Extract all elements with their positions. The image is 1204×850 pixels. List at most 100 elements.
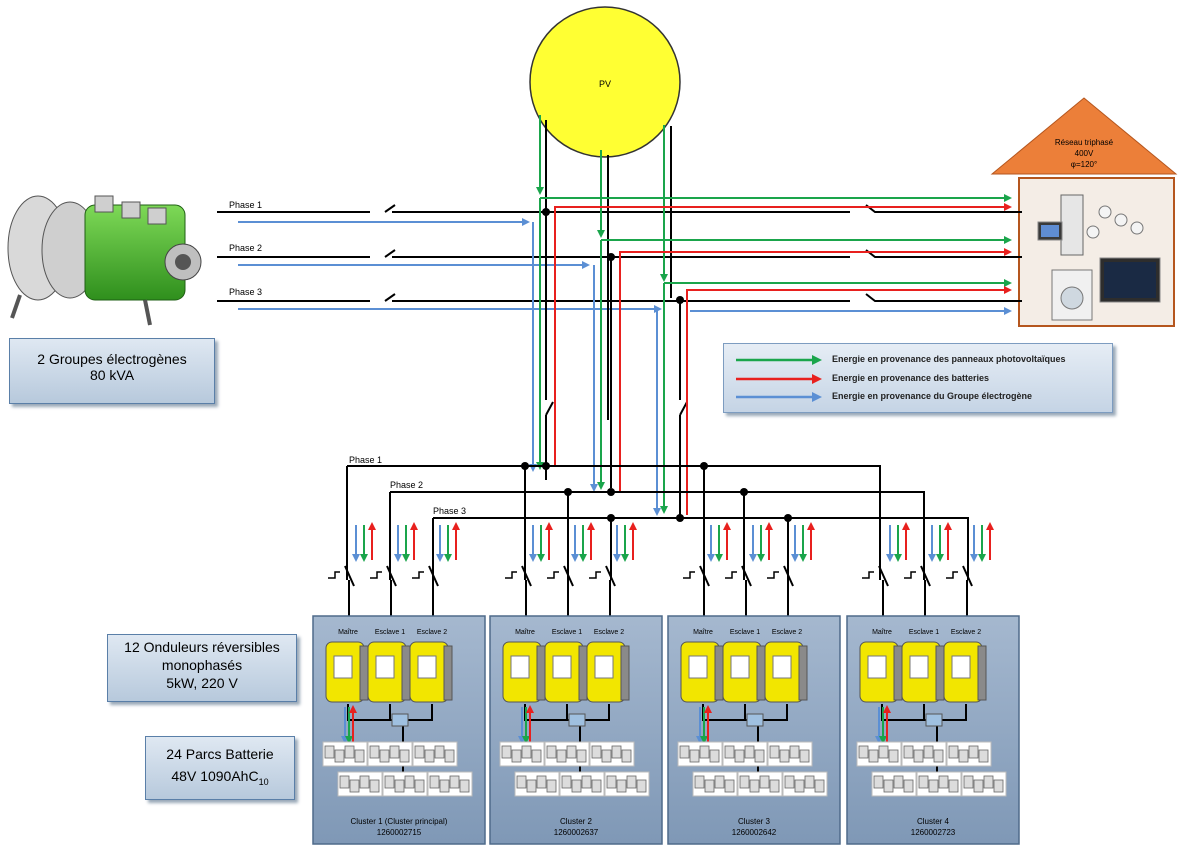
inverter-label: Esclave 1 (909, 629, 939, 636)
battery-bank-icon (337, 771, 383, 797)
battery-bank-icon (604, 771, 650, 797)
grid-title: Réseau triphasé (1055, 138, 1114, 147)
generator-icon (7, 195, 202, 326)
battery-bank-icon (737, 771, 783, 797)
battery-bank-icon (782, 771, 828, 797)
generator-power: 80 kVA (89, 367, 135, 383)
battery-bank-icon (322, 741, 368, 767)
inverter-flow-arrows (529, 522, 553, 562)
distribution-bus (346, 465, 969, 580)
inverter-label: Esclave 2 (594, 629, 624, 636)
inverter-icon (325, 641, 369, 703)
inverter-label: Esclave 2 (951, 629, 981, 636)
inverter-flow-arrows (707, 522, 731, 562)
inverter-label: Maître (872, 629, 892, 636)
gen-phase-2-label: Phase 2 (229, 243, 262, 253)
bus-phase-1-label: Phase 1 (349, 455, 382, 465)
cluster-name: Cluster 1 (Cluster principal) (351, 817, 448, 826)
cluster-box: Maître Esclave 1 Esclave 2 Cluster 4 1260002… (846, 615, 1020, 845)
pv-array: PV (529, 6, 681, 158)
battery-bank-icon (916, 771, 962, 797)
battery-rating: 48V 1090AhC10 (171, 768, 269, 787)
inverter-icon (901, 641, 945, 703)
pv-label: PV (599, 79, 611, 89)
cluster-name: Cluster 4 (917, 817, 950, 826)
inverter-flow-arrows (970, 522, 994, 562)
battery-bank-icon (856, 741, 902, 767)
battery-bank-icon (767, 741, 813, 767)
inverter-flow-arrows (928, 522, 952, 562)
legend: Energie en provenance des panneaux photo… (723, 343, 1113, 413)
bulb-icon (1098, 205, 1112, 219)
inverter-icon (544, 641, 588, 703)
cluster-id: 1260002642 (732, 828, 777, 837)
battery-count: 24 Parcs Batterie (166, 746, 274, 762)
inverter-label: Esclave 1 (552, 629, 582, 636)
red-arrow-icon (736, 374, 822, 384)
inverter-icon (680, 641, 724, 703)
inverter-label: Maître (338, 629, 358, 636)
inverter-flow-arrows (352, 522, 376, 562)
inverter-flow-arrows (613, 522, 637, 562)
inverter-flow-arrows (571, 522, 595, 562)
battery-bank-icon (544, 741, 590, 767)
grid-phase-angle: φ=120° (1071, 160, 1097, 169)
grid-voltage: 400V (1075, 149, 1094, 158)
generator-count: 2 Groupes électrogènes (37, 351, 187, 367)
inverter-icon (859, 641, 903, 703)
battery-info-box: 24 Parcs Batterie 48V 1090AhC10 (145, 736, 295, 800)
battery-bank-icon (901, 741, 947, 767)
inverter-flow-arrows (886, 522, 910, 562)
vertical-trunk-lines (545, 120, 688, 518)
cluster-name: Cluster 2 (560, 817, 593, 826)
inverter-icon (502, 641, 546, 703)
battery-bank-icon (427, 771, 473, 797)
cluster-box: Maître Esclave 1 Esclave 2 Cluster 2 1260002… (489, 615, 663, 845)
inverter-info-box: 12 Onduleurs réversibles monophasés 5kW,… (107, 634, 297, 702)
gen-phase-1-label: Phase 1 (229, 200, 262, 210)
battery-bank-icon (722, 741, 768, 767)
pv-flow-lines (536, 115, 1012, 514)
bus-phase-3-label: Phase 3 (433, 506, 466, 516)
inverter-type: monophasés (161, 657, 243, 673)
inverter-count: 12 Onduleurs réversibles (124, 639, 280, 655)
generator-down-lines (529, 222, 661, 516)
battery-bank-icon (514, 771, 560, 797)
cluster-id: 1260002637 (554, 828, 599, 837)
cluster-box: Maître Esclave 1 Esclave 2 Cluster 1 (Clust… (312, 615, 486, 845)
inverter-icon (722, 641, 766, 703)
inverter-rating: 5kW, 220 V (166, 675, 238, 691)
cluster-id: 1260002723 (911, 828, 956, 837)
battery-bank-icon (367, 741, 413, 767)
generator-phase-lines (217, 204, 1022, 302)
generator-info-box: 2 Groupes électrogènes 80 kVA (9, 338, 215, 404)
grid-house: Réseau triphasé 400V φ=120° (990, 97, 1178, 327)
cluster-id: 1260002715 (377, 828, 422, 837)
fridge-icon (1060, 194, 1084, 256)
inverter-flow-arrows (791, 522, 815, 562)
battery-bank-icon (692, 771, 738, 797)
bus-phase-2-label: Phase 2 (390, 480, 423, 490)
battery-bank-icon (382, 771, 428, 797)
battery-flow-lines (554, 203, 1012, 515)
inverter-label: Maître (515, 629, 535, 636)
inverter-label: Esclave 2 (417, 629, 447, 636)
inverter-label: Esclave 2 (772, 629, 802, 636)
battery-bank-icon (677, 741, 723, 767)
inverter-label: Esclave 1 (375, 629, 405, 636)
inverter-icon (367, 641, 411, 703)
inverter-label: Maître (693, 629, 713, 636)
cluster-name: Cluster 3 (738, 817, 771, 826)
battery-bank-icon (961, 771, 1007, 797)
battery-bank-icon (412, 741, 458, 767)
inverter-flow-arrows (749, 522, 773, 562)
battery-bank-icon (589, 741, 635, 767)
battery-bank-icon (499, 741, 545, 767)
generator-flow-arrows (238, 218, 1012, 315)
inverter-icon (764, 641, 808, 703)
gen-phase-3-label: Phase 3 (229, 287, 262, 297)
battery-bank-icon (946, 741, 992, 767)
inverter-flow-arrows (394, 522, 418, 562)
inverter-flow-arrows (436, 522, 460, 562)
